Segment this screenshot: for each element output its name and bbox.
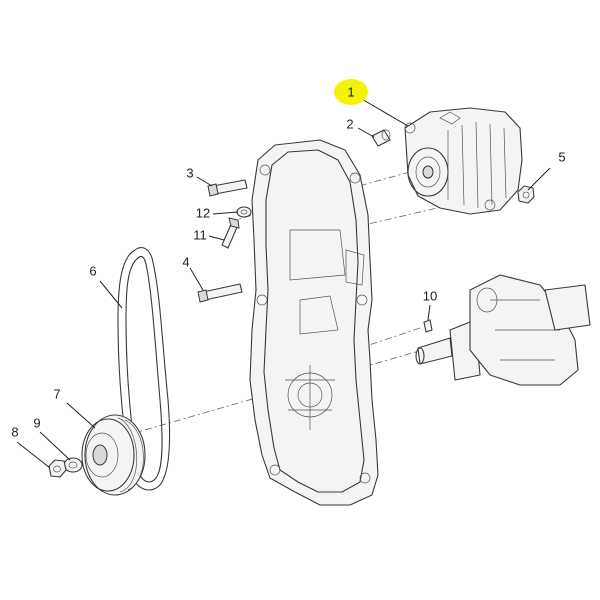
- callout-11-label: 11: [193, 227, 207, 242]
- drive-belt: [117, 247, 171, 491]
- callout-5-label: 5: [558, 149, 565, 164]
- callout-4-label: 4: [182, 254, 189, 269]
- callout-2-label: 2: [346, 116, 353, 131]
- callout-12-label: 12: [196, 205, 210, 220]
- alternator-nut: [517, 185, 535, 204]
- callout-1: 1: [334, 79, 368, 105]
- washer-12: [236, 206, 252, 218]
- callouts: 1 2 3 4 5 6 7 8 9 10 11 12: [11, 79, 566, 439]
- leader-lines: [16, 97, 551, 469]
- crankshaft: [415, 274, 591, 386]
- callout-7-label: 7: [53, 386, 60, 401]
- alternator: [404, 107, 523, 215]
- callout-1-label: 1: [347, 84, 354, 99]
- callout-3-label: 3: [186, 165, 193, 180]
- bolt-4: [197, 283, 243, 303]
- callout-10-label: 10: [423, 288, 437, 303]
- pulley-washer: [63, 457, 83, 473]
- woodruff-key: [423, 319, 433, 333]
- callout-8-label: 8: [11, 424, 18, 439]
- bolt-3: [207, 179, 248, 197]
- callout-6-label: 6: [89, 263, 96, 278]
- pulley-nut: [48, 459, 67, 478]
- alternator-spacer: [371, 129, 391, 147]
- crank-pulley: [81, 414, 146, 496]
- engine-cover-plate: [249, 139, 379, 506]
- bolt-11: [221, 217, 240, 249]
- callout-9-label: 9: [33, 415, 40, 430]
